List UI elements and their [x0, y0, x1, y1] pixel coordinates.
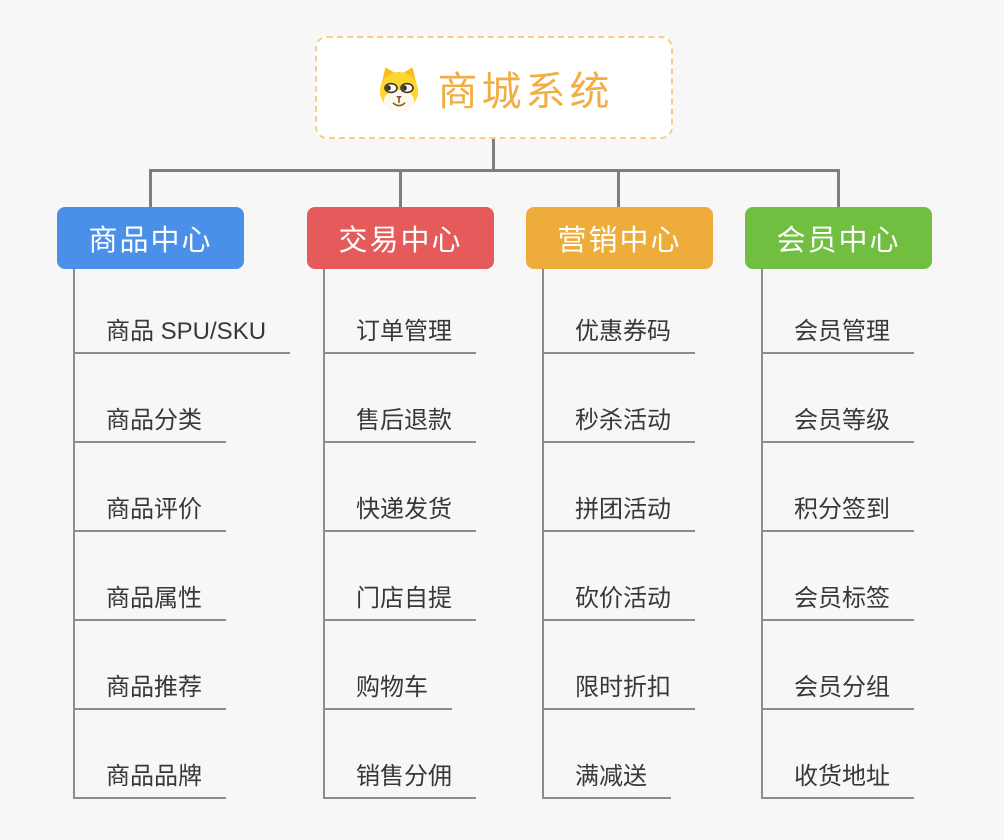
topic-item[interactable]: 会员标签 — [761, 532, 914, 621]
topic-item[interactable]: 销售分佣 — [323, 710, 476, 799]
branch-header-marketing-center[interactable]: 营销中心 — [526, 207, 713, 269]
connector-bus — [149, 169, 840, 172]
branch-trunk-line — [542, 269, 544, 799]
topic-item[interactable]: 商品品牌 — [73, 710, 226, 799]
branch-header-trade-center[interactable]: 交易中心 — [307, 207, 494, 269]
branch-marketing-center: 营销中心 优惠券码 秒杀活动 拼团活动 砍价活动 限时折扣 满减送 — [526, 207, 713, 799]
topic-item[interactable]: 购物车 — [323, 621, 452, 710]
topic-item[interactable]: 门店自提 — [323, 532, 476, 621]
branch-items: 会员管理 会员等级 积分签到 会员标签 会员分组 收货地址 — [761, 265, 914, 799]
topic-item[interactable]: 会员分组 — [761, 621, 914, 710]
branch-member-center: 会员中心 会员管理 会员等级 积分签到 会员标签 会员分组 收货地址 — [745, 207, 932, 799]
branch-items: 优惠券码 秒杀活动 拼团活动 砍价活动 限时折扣 满减送 — [542, 265, 695, 799]
root-node[interactable]: 商城系统 — [315, 36, 673, 139]
topic-item[interactable]: 优惠券码 — [542, 265, 695, 354]
dog-face-icon — [379, 66, 418, 112]
topic-item[interactable]: 会员等级 — [761, 354, 914, 443]
topic-item[interactable]: 积分签到 — [761, 443, 914, 532]
topic-item[interactable]: 快递发货 — [323, 443, 476, 532]
topic-item[interactable]: 限时折扣 — [542, 621, 695, 710]
topic-item[interactable]: 满减送 — [542, 710, 671, 799]
topic-item[interactable]: 商品推荐 — [73, 621, 226, 710]
branch-trunk-line — [73, 269, 75, 799]
root-title: 商城系统 — [437, 69, 614, 114]
branch-trade-center: 交易中心 订单管理 售后退款 快递发货 门店自提 购物车 销售分佣 — [307, 207, 494, 799]
branch-header-product-center[interactable]: 商品中心 — [57, 207, 244, 269]
topic-item[interactable]: 商品评价 — [73, 443, 226, 532]
topic-item[interactable]: 砍价活动 — [542, 532, 695, 621]
topic-item[interactable]: 售后退款 — [323, 354, 476, 443]
topic-item[interactable]: 会员管理 — [761, 265, 914, 354]
topic-item[interactable]: 商品分类 — [73, 354, 226, 443]
connector-drop-marketing — [617, 169, 620, 207]
topic-item[interactable]: 秒杀活动 — [542, 354, 695, 443]
connector-root-drop — [492, 139, 495, 171]
topic-item[interactable]: 订单管理 — [323, 265, 476, 354]
branch-product-center: 商品中心 商品 SPU/SKU 商品分类 商品评价 商品属性 商品推荐 商品品牌 — [57, 207, 291, 799]
topic-item[interactable]: 商品属性 — [73, 532, 226, 621]
connector-drop-trade — [399, 169, 402, 207]
connector-drop-product — [149, 169, 152, 207]
topic-item[interactable]: 收货地址 — [761, 710, 914, 799]
connector-drop-member — [837, 169, 840, 207]
branch-items: 商品 SPU/SKU 商品分类 商品评价 商品属性 商品推荐 商品品牌 — [73, 265, 291, 799]
branch-trunk-line — [761, 269, 763, 799]
topic-item[interactable]: 拼团活动 — [542, 443, 695, 532]
branch-items: 订单管理 售后退款 快递发货 门店自提 购物车 销售分佣 — [323, 265, 476, 799]
branch-header-member-center[interactable]: 会员中心 — [745, 207, 932, 269]
branch-trunk-line — [323, 269, 325, 799]
topic-item[interactable]: 商品 SPU/SKU — [73, 265, 291, 354]
